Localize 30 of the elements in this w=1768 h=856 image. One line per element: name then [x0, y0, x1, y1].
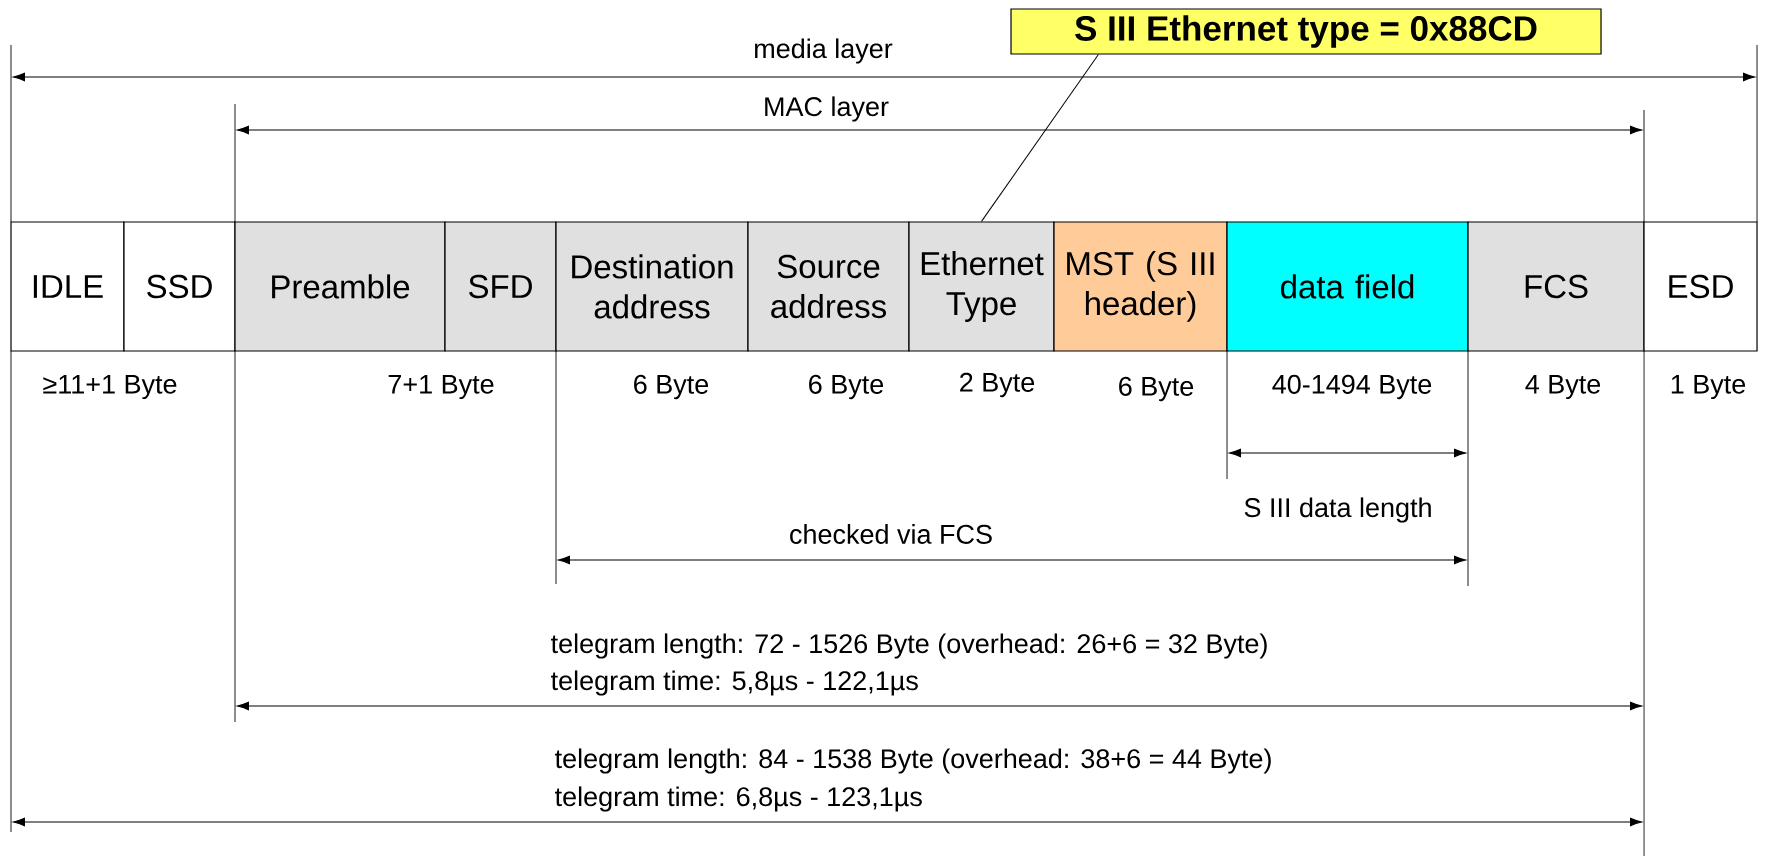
field-cell: ESD [1643, 221, 1758, 352]
dimension-label: checked via FCS [790, 524, 992, 544]
byte-count-label: 4 Byte [1525, 374, 1601, 400]
byte-count-label: ≥11+1 Byte [43, 374, 177, 400]
dimension-label: media layer [755, 38, 893, 64]
telegram-info-text: telegram length: 84 - 1538 Byte (overhead: 38+6 = 44 Byte) [555, 748, 1271, 774]
field-cell: Source address [747, 221, 910, 352]
field-cell: MST (S III header) [1053, 221, 1228, 352]
field-cell: data field [1226, 221, 1469, 352]
field-cell: SSD [123, 221, 236, 352]
byte-count-label: 6 Byte [1119, 376, 1194, 402]
field-cell: FCS [1467, 221, 1645, 352]
dimension-label: S III data length [1244, 497, 1431, 523]
field-cell: IDLE [10, 221, 125, 352]
callout-box: S III Ethernet type = 0x88CD [1010, 8, 1602, 55]
field-cell: SFD [444, 221, 557, 352]
field-cell: Destination address [555, 221, 749, 352]
dimension-label: MAC layer [765, 96, 889, 122]
field-cell: Preamble [234, 221, 446, 352]
telegram-info-text: telegram length: 72 - 1526 Byte (overhead: 26+6 = 32 Byte) [551, 633, 1267, 659]
byte-count-label: 6 Byte [809, 374, 884, 400]
byte-count-label: 7+1 Byte [388, 374, 494, 400]
field-cell: Ethernet Type [908, 221, 1055, 352]
byte-count-label: 1 Byte [1671, 374, 1746, 400]
byte-count-label: 2 Byte [960, 372, 1035, 398]
leader-line [981, 54, 1099, 222]
telegram-info-text: telegram time: 6,8µs - 123,1µs [555, 786, 922, 812]
telegram-info-text: telegram time: 5,8µs - 122,1µs [551, 670, 918, 696]
byte-count-label: 6 Byte [634, 374, 709, 400]
byte-count-label: 40-1494 Byte [1272, 374, 1432, 400]
